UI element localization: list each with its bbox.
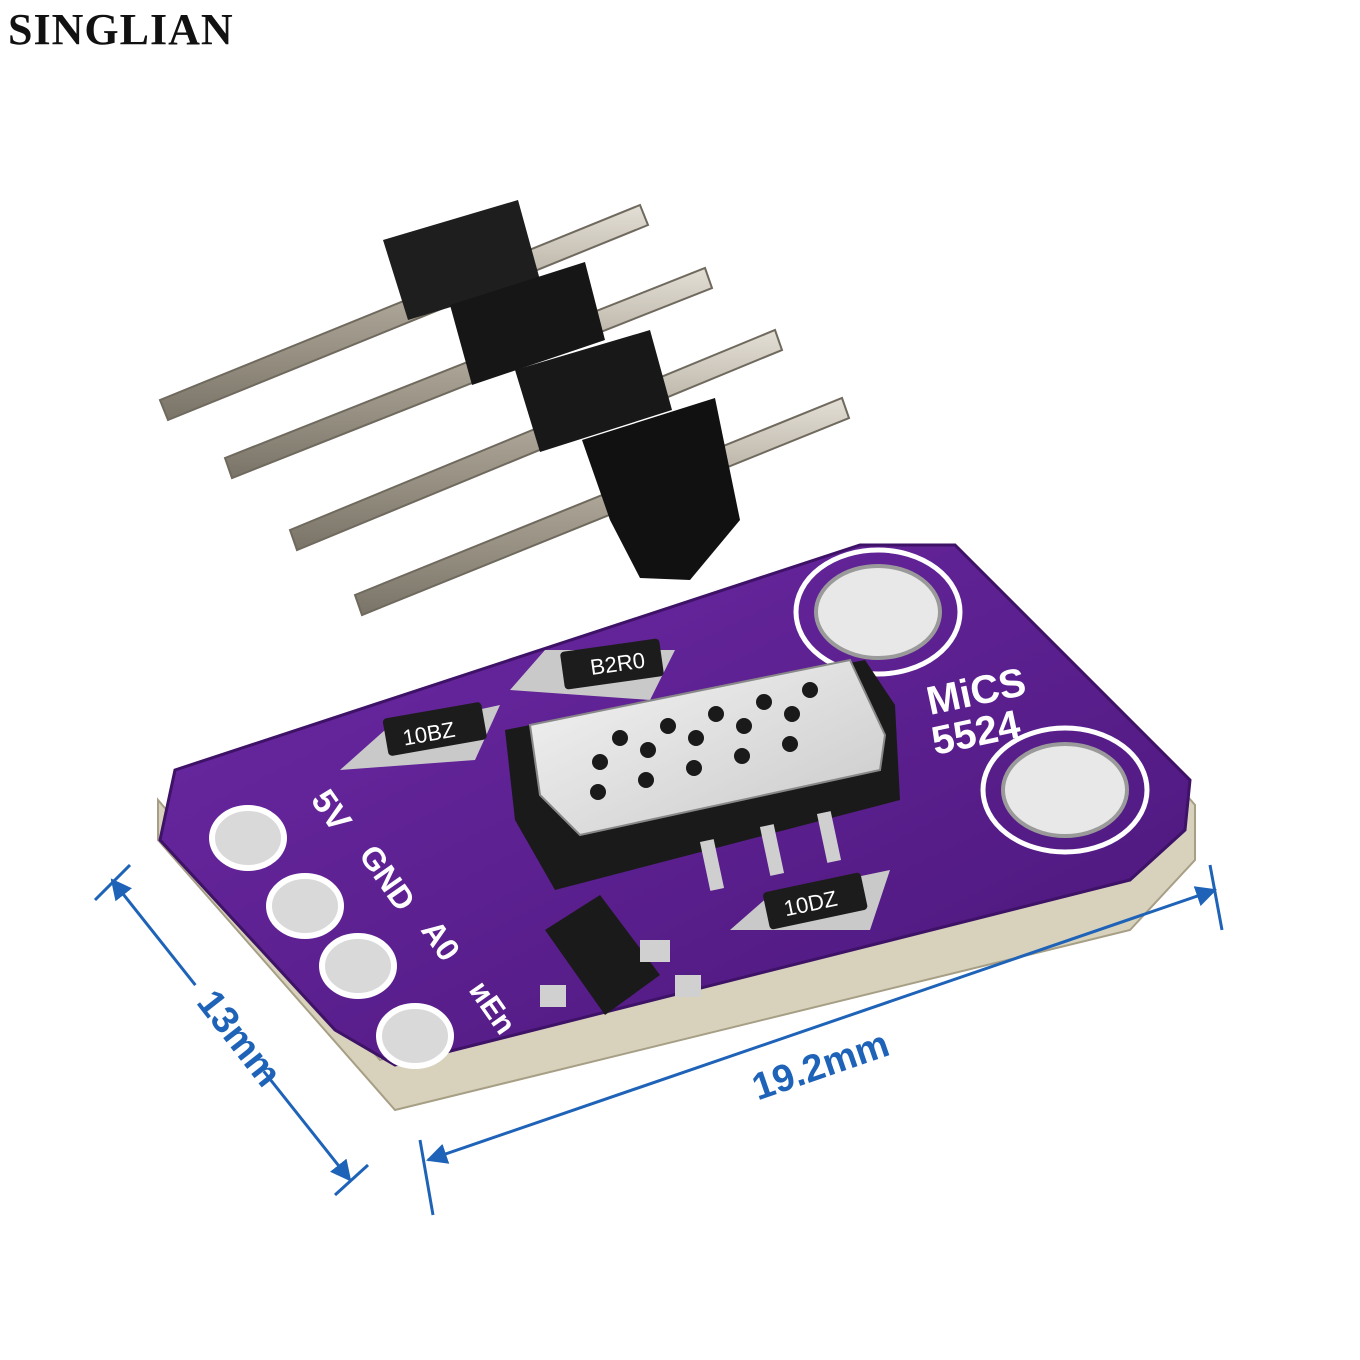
header-plastic — [383, 200, 740, 580]
pad-gnd — [266, 873, 344, 939]
pad-a0 — [319, 933, 397, 999]
sensor-vent-holes — [590, 682, 818, 800]
mounting-hole — [793, 547, 963, 677]
pad-5v — [209, 805, 287, 871]
sensor-cap — [528, 658, 887, 837]
pad-en — [376, 1003, 454, 1069]
pin-header — [158, 200, 851, 617]
resistor-left: 10BZ — [340, 702, 500, 770]
resistor-top: B2R0 — [510, 638, 675, 700]
brand-watermark: SINGLIAN — [8, 5, 234, 54]
chip-leads — [699, 811, 842, 891]
gas-sensor-chip — [505, 658, 900, 891]
mounting-hole — [980, 725, 1150, 855]
